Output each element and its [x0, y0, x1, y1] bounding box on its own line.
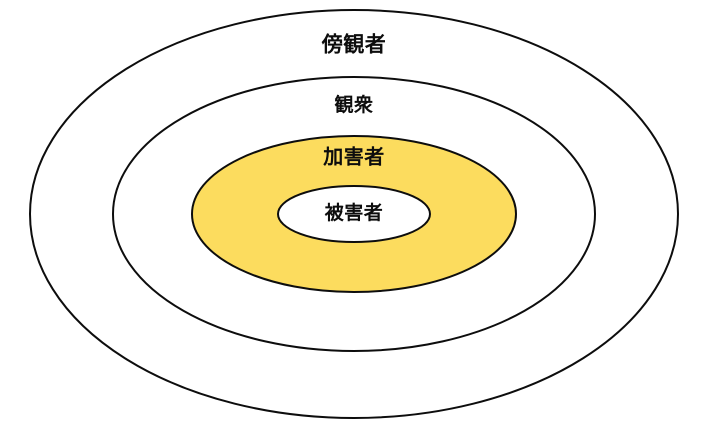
ring-label-audience: 観衆 — [334, 93, 373, 116]
ring-label-victim: 被害者 — [324, 201, 384, 224]
ellipse-inner-victim[interactable] — [277, 185, 431, 243]
ring-label-perpetrator: 加害者 — [322, 144, 385, 168]
ring-label-bystander: 傍観者 — [321, 33, 387, 57]
